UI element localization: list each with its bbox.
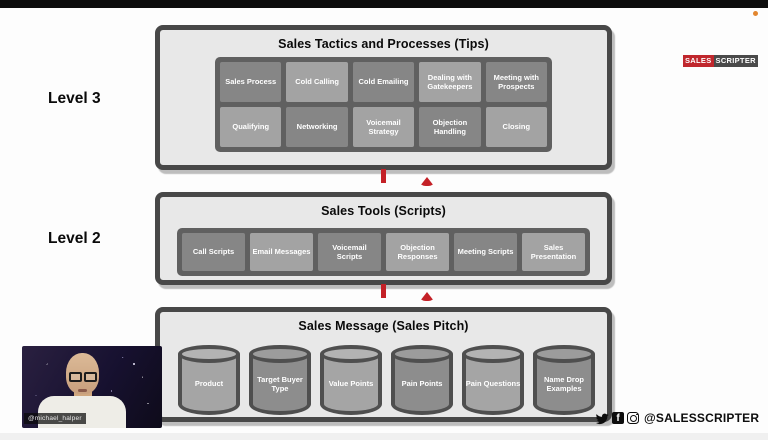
level2-title: Sales Tools (Scripts) xyxy=(321,204,446,218)
level2-grid: Call Scripts Email Messages Voicemail Sc… xyxy=(177,228,590,276)
tool-box: Email Messages xyxy=(250,233,313,271)
tactic-box: Objection Handling xyxy=(419,107,481,147)
cylinder-top-icon xyxy=(462,345,524,363)
cylinder-label: Pain Points xyxy=(401,379,443,389)
sales-message-title: Sales Message (Sales Pitch) xyxy=(298,319,469,333)
tool-box: Meeting Scripts xyxy=(454,233,517,271)
cylinder-top-icon xyxy=(391,345,453,363)
up-arrow-level2-to-level3 xyxy=(376,169,434,186)
cylinder-top-icon xyxy=(320,345,382,363)
database-cylinder: Target Buyer Type xyxy=(249,345,311,415)
glasses-icon xyxy=(67,372,99,382)
webcam-handle-label: @michael_halper xyxy=(24,413,86,424)
cylinder-label: Target Buyer Type xyxy=(257,374,303,393)
facebook-icon: f xyxy=(612,412,624,424)
database-cylinder: Pain Points xyxy=(391,345,453,415)
database-cylinder: Value Points xyxy=(320,345,382,415)
cylinder-body xyxy=(391,354,453,415)
level3-side-label: Level 3 xyxy=(48,90,101,107)
sales-message-cylinders: Product Target Buyer Type Value Points P… xyxy=(178,345,607,415)
database-cylinder: Name Drop Examples xyxy=(533,345,595,415)
social-bar: f @SALESSCRIPTER xyxy=(596,411,759,425)
social-handle-text: @SALESSCRIPTER xyxy=(644,411,760,425)
up-arrow-message-to-level2 xyxy=(376,284,434,301)
tactic-box: Closing xyxy=(485,107,547,147)
glasses-lens xyxy=(84,372,97,382)
instagram-icon xyxy=(627,412,639,424)
arrow-head-icon xyxy=(420,292,434,301)
cylinder-top-icon xyxy=(249,345,311,363)
tactic-box: Voicemail Strategy xyxy=(352,107,415,147)
cylinder-label: Name Drop Examples xyxy=(543,374,584,393)
arrow-shaft xyxy=(380,284,386,298)
level2-container: Sales Tools (Scripts) Call Scripts Email… xyxy=(155,192,612,285)
arrow-head-icon xyxy=(420,177,434,186)
presenter-webcam-overlay: @michael_halper xyxy=(22,346,162,428)
cylinder-body xyxy=(249,354,311,415)
cylinder-top-icon xyxy=(533,345,595,363)
top-letterbox-bar xyxy=(0,0,768,8)
level2-side-label: Level 2 xyxy=(48,230,101,247)
level3-grid: Sales Process Cold Calling Cold Emailing… xyxy=(215,57,552,152)
twitter-icon xyxy=(596,413,609,424)
logo-scripter-segment: SCRIPTER xyxy=(713,55,758,67)
tactic-box: Sales Process xyxy=(220,62,282,102)
salesscripter-logo: SALES SCRIPTER xyxy=(683,55,758,67)
recording-indicator-dot xyxy=(753,11,758,16)
tactic-box: Cold Calling xyxy=(286,62,348,102)
cylinder-body xyxy=(178,354,240,415)
presenter-mouth xyxy=(78,389,87,392)
level3-container: Sales Tactics and Processes (Tips) Sales… xyxy=(155,25,612,170)
database-cylinder: Product xyxy=(178,345,240,415)
bottom-strip xyxy=(0,433,768,440)
tool-box: Voicemail Scripts xyxy=(318,233,381,271)
tactic-box: Dealing with Gatekeepers xyxy=(419,62,481,102)
arrow-shaft xyxy=(380,169,386,183)
cylinder-label: Pain Questions xyxy=(465,379,521,389)
cylinder-body xyxy=(533,354,595,415)
tactic-box: Qualifying xyxy=(220,107,282,147)
tool-box: Objection Responses xyxy=(386,233,449,271)
cylinder-label: Product xyxy=(194,379,224,389)
tactic-box: Meeting with Prospects xyxy=(485,62,547,102)
database-cylinder: Pain Questions xyxy=(462,345,524,415)
sales-message-container: Sales Message (Sales Pitch) Product Targ… xyxy=(155,307,612,422)
cylinder-body xyxy=(462,354,524,415)
cylinder-top-icon xyxy=(178,345,240,363)
cylinder-label: Value Points xyxy=(328,379,374,389)
tactic-box: Cold Emailing xyxy=(352,62,415,102)
glasses-lens xyxy=(69,372,82,382)
cylinder-body xyxy=(320,354,382,415)
logo-sales-segment: SALES xyxy=(683,55,714,67)
tactic-box: Networking xyxy=(286,107,348,147)
tool-box: Sales Presentation xyxy=(522,233,585,271)
level3-title: Sales Tactics and Processes (Tips) xyxy=(278,37,489,51)
tool-box: Call Scripts xyxy=(182,233,245,271)
